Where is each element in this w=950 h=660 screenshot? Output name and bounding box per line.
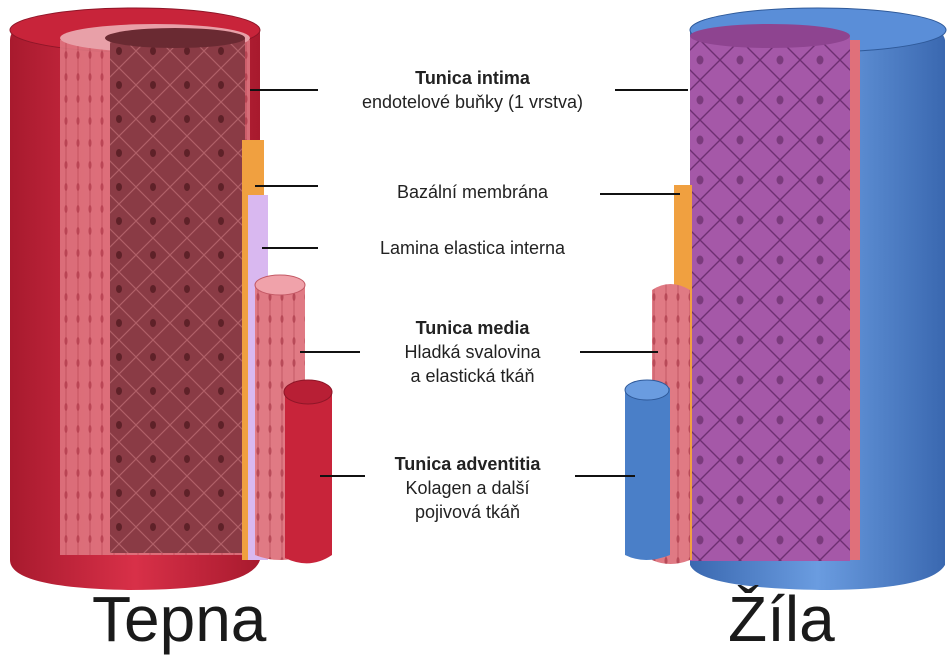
vein-intima-lumen	[690, 36, 850, 561]
adventitia-line1: Kolagen a další	[360, 476, 575, 500]
artery-adventitia-step	[285, 384, 332, 564]
adventitia-title-rest: adventitia	[456, 454, 540, 474]
artery-intima-lumen	[110, 38, 245, 553]
media-line1: Hladká svalovina	[355, 340, 590, 364]
vein-illustration	[625, 8, 946, 590]
vein-adventitia-step	[625, 382, 670, 560]
media-line2: a elastická tkáň	[355, 364, 590, 388]
label-tunica-adventitia: Tunica adventitia Kolagen a další pojivo…	[360, 452, 575, 524]
caption-vein: Žíla	[728, 582, 835, 656]
label-tunica-intima: Tunica intima endotelové buňky (1 vrstva…	[330, 66, 615, 114]
adventitia-title: Tunica adventitia	[360, 452, 575, 476]
artery-illustration	[10, 8, 332, 590]
label-tunica-media: Tunica media Hladká svalovina a elastick…	[355, 316, 590, 388]
media-title: Tunica media	[355, 316, 590, 340]
adventitia-line2: pojivová tkáň	[360, 500, 575, 524]
intima-subtitle: endotelové buňky (1 vrstva)	[330, 90, 615, 114]
caption-artery: Tepna	[92, 582, 266, 656]
label-lamina-elastica: Lamina elastica interna	[330, 236, 615, 260]
label-basal-membrane: Bazální membrána	[330, 180, 615, 204]
adventitia-title-bold: Tunica	[395, 454, 452, 474]
intima-title: Tunica intima	[330, 66, 615, 90]
